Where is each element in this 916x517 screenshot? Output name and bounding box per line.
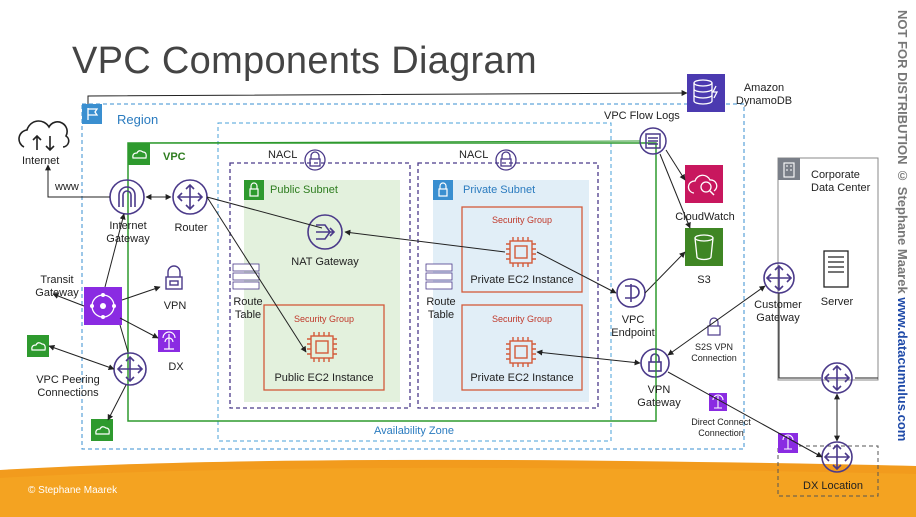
route-table-left-icon — [232, 263, 260, 290]
private-ec2-top-chip-icon — [506, 237, 536, 267]
region-boundary — [81, 103, 745, 450]
distribution-note: NOT FOR DISTRIBUTION © Stephane Maarek w… — [895, 10, 910, 442]
page-title: VPC Components Diagram — [72, 40, 537, 82]
s3-label: S3 — [697, 274, 711, 286]
availability-zone-boundary — [217, 122, 612, 442]
cloudwatch-label: CloudWatch — [675, 211, 735, 223]
vpc-flow-logs-icon — [639, 127, 667, 155]
private-ec2-bottom-label: Private EC2 Instance — [470, 372, 574, 384]
dx-location-router-icon — [821, 441, 853, 473]
private-ec2-bottom-chip-icon — [506, 337, 536, 367]
vpn-gateway-icon — [640, 348, 670, 378]
router-label: Router — [174, 222, 208, 234]
vpc-cloud-icon — [128, 143, 150, 165]
connection-lines — [45, 149, 840, 458]
region-flag-icon — [82, 104, 102, 124]
datacumulus-link[interactable]: www.datacumulus.com — [895, 297, 910, 442]
cloudwatch-icon — [685, 165, 723, 203]
vpc-flowlog-line — [127, 140, 641, 144]
vpn-lock-icon — [165, 265, 183, 290]
private-subnet-label: Private Subnet — [463, 184, 536, 196]
public-subnet-label: Public Subnet — [270, 184, 338, 196]
nacl-left-lock-icon — [304, 149, 326, 171]
vpc-peering-router-icon — [113, 352, 147, 386]
region-label: Region — [117, 112, 159, 127]
public-subnet — [244, 180, 400, 402]
transit-gateway-icon — [84, 287, 122, 325]
s3-icon — [685, 228, 723, 266]
nacl-left-boundary — [229, 162, 411, 409]
sg-private-top-label: Security Group — [491, 215, 553, 225]
vpc-peer-bottom-cloud-icon — [91, 419, 113, 441]
sg-public-label: Security Group — [293, 314, 355, 324]
public-subnet-lock-icon — [244, 180, 264, 200]
nacl-left-label: NACL — [268, 149, 298, 161]
copyright: © Stephane Maarek — [28, 485, 118, 496]
public-ec2-label: Public EC2 Instance — [274, 372, 374, 384]
internet-label: Internet — [22, 155, 60, 167]
router-icon — [172, 179, 208, 215]
dynamodb-icon — [687, 74, 725, 112]
internet-cloud-icon — [18, 120, 70, 152]
corporate-building-icon — [778, 158, 800, 180]
server-icon — [823, 250, 849, 288]
nacl-right-lock-icon — [495, 149, 517, 171]
security-group-private-bottom — [461, 304, 583, 391]
private-subnet-lock-icon — [433, 180, 453, 200]
internet-gateway-icon — [109, 179, 145, 215]
route-table-right-icon — [425, 263, 453, 290]
www-label: www — [55, 181, 79, 193]
nat-gateway-icon — [307, 214, 343, 250]
region-to-dynamodb-line — [87, 90, 688, 104]
nacl-right-label: NACL — [459, 149, 489, 161]
availability-zone-label: Availability Zone — [374, 425, 454, 437]
s2s-vpn-lock-icon — [707, 317, 721, 336]
dx-location-icon — [778, 433, 798, 453]
sg-private-bottom-label: Security Group — [491, 314, 553, 324]
security-group-public — [263, 304, 385, 391]
dx-icon — [158, 330, 180, 352]
vpn-label: VPN — [163, 300, 187, 312]
nacl-right-boundary — [417, 162, 599, 409]
dx-label: DX — [168, 361, 184, 373]
private-ec2-top-label: Private EC2 Instance — [470, 274, 574, 286]
customer-gateway-icon — [763, 262, 795, 294]
vpc-endpoint-icon — [616, 278, 646, 308]
security-group-private-top — [461, 206, 583, 293]
dc-router-icon — [821, 362, 853, 394]
nat-gateway-label: NAT Gateway — [291, 256, 359, 268]
public-ec2-chip-icon — [307, 332, 337, 362]
dx-location-label: DX Location — [803, 480, 863, 492]
server-label: Server — [820, 296, 854, 308]
vpc-label: VPC — [163, 151, 186, 163]
vpc-flow-logs-label: VPC Flow Logs — [604, 110, 680, 122]
vpc-peer-left-cloud-icon — [27, 335, 49, 357]
